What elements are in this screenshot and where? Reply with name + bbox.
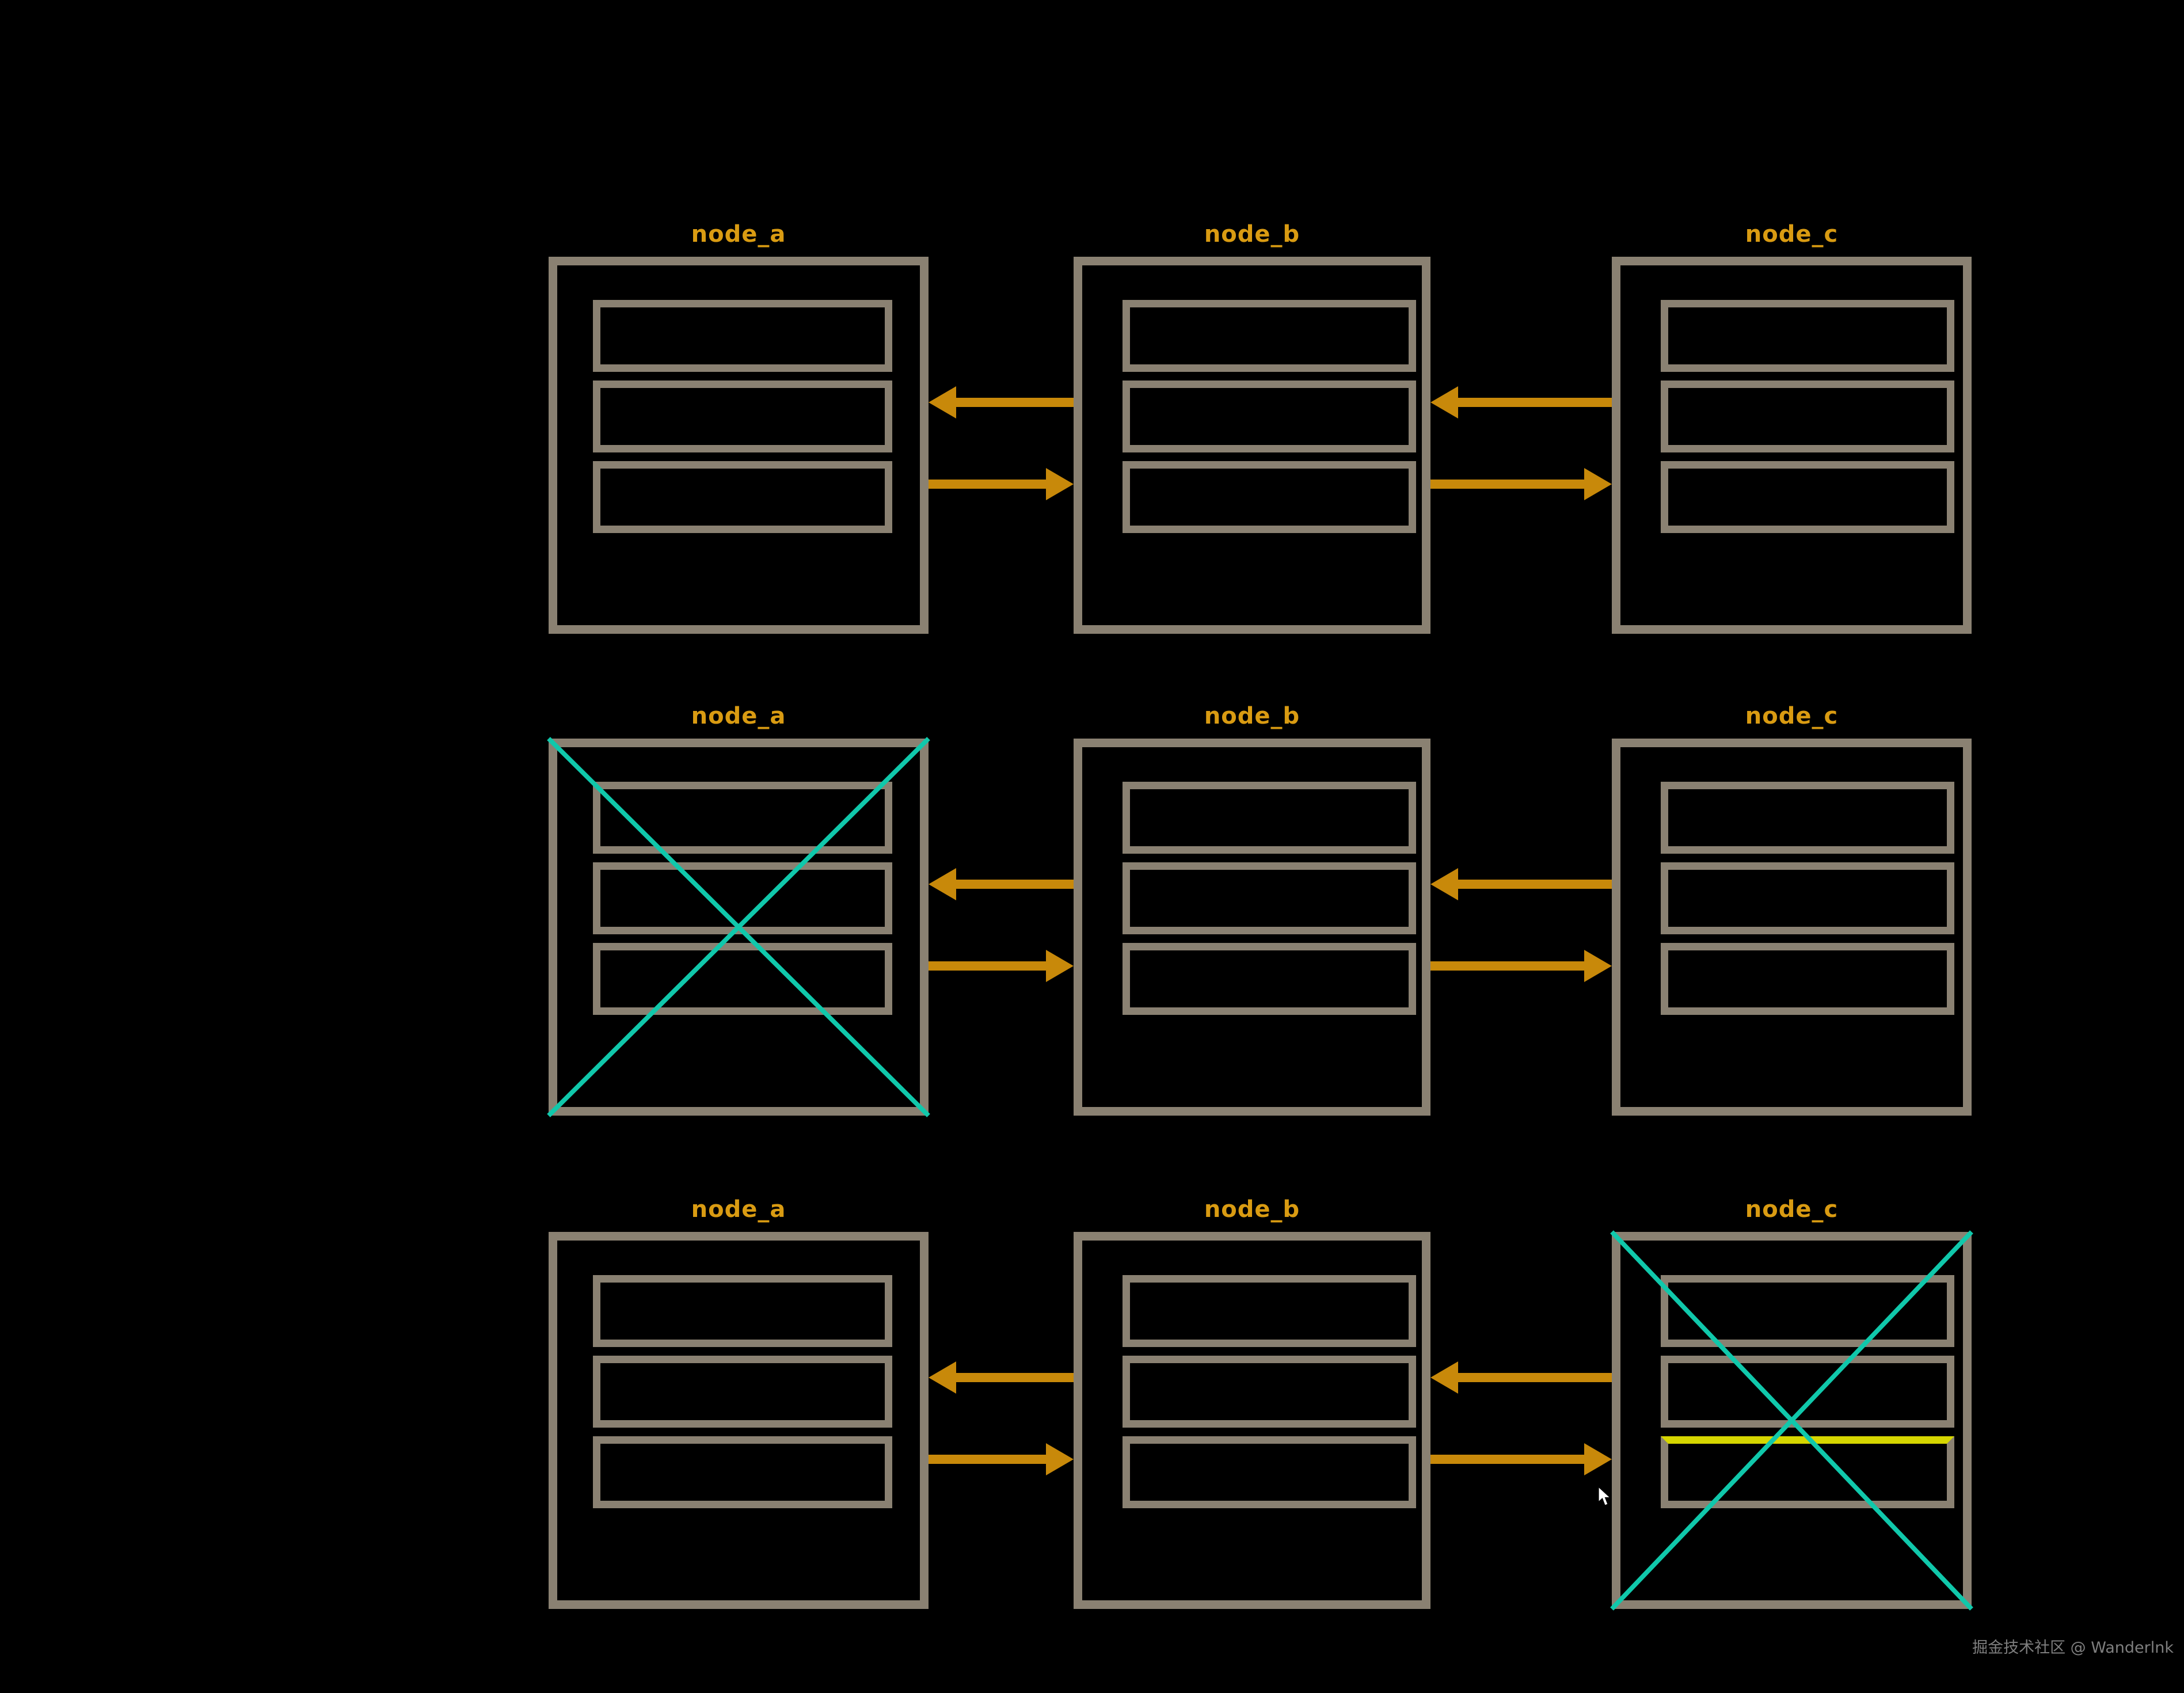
node-box-node_c[interactable] xyxy=(1612,257,1972,634)
node-box-node_a[interactable] xyxy=(549,1232,929,1609)
arrow-b-to-c xyxy=(1430,468,1612,500)
node-slot[interactable] xyxy=(1661,1356,1954,1428)
node-slot[interactable] xyxy=(1123,1275,1416,1347)
node-label-node_c: node_c xyxy=(1745,221,1839,248)
node-slot[interactable] xyxy=(1123,1436,1416,1508)
arrow-b-to-c xyxy=(1430,1443,1612,1475)
node-label-node_a: node_a xyxy=(691,1196,786,1223)
node-slot[interactable] xyxy=(1123,381,1416,452)
arrow-head xyxy=(1584,468,1612,500)
arrow-head xyxy=(1046,950,1074,982)
arrow-head xyxy=(929,386,956,419)
node-label-node_b: node_b xyxy=(1204,1196,1300,1223)
node-label-node_c: node_c xyxy=(1745,1196,1839,1223)
node-slot[interactable] xyxy=(593,300,892,372)
node-label-node_b: node_b xyxy=(1204,221,1300,248)
node-box-node_b[interactable] xyxy=(1074,739,1430,1116)
node-slot[interactable] xyxy=(1661,381,1954,452)
node-slot[interactable] xyxy=(1661,1436,1954,1508)
node-slot[interactable] xyxy=(1661,862,1954,934)
node-slot[interactable] xyxy=(1123,943,1416,1015)
node-label-node_b: node_b xyxy=(1204,703,1300,729)
arrow-a-to-b xyxy=(929,950,1074,982)
arrow-head xyxy=(1584,1443,1612,1475)
arrow-a-to-b xyxy=(929,1443,1074,1475)
arrow-c-to-b xyxy=(1430,1361,1612,1394)
arrow-head xyxy=(929,868,956,900)
node-box-node_b[interactable] xyxy=(1074,257,1430,634)
node-slot[interactable] xyxy=(1123,862,1416,934)
node-slot[interactable] xyxy=(593,461,892,533)
node-slot[interactable] xyxy=(1661,300,1954,372)
arrow-b-to-a xyxy=(929,386,1074,419)
arrow-b-to-c xyxy=(1430,950,1612,982)
node-slot[interactable] xyxy=(593,943,892,1015)
arrow-b-to-a xyxy=(929,868,1074,900)
node-box-node_a[interactable] xyxy=(549,257,929,634)
arrow-head xyxy=(1430,386,1458,419)
node-slot[interactable] xyxy=(593,1436,892,1508)
node-slot[interactable] xyxy=(1123,782,1416,854)
node-slot[interactable] xyxy=(1123,1356,1416,1428)
arrow-head xyxy=(1046,468,1074,500)
arrow-c-to-b xyxy=(1430,386,1612,419)
node-slot[interactable] xyxy=(593,1356,892,1428)
arrow-head xyxy=(1584,950,1612,982)
node-label-node_c: node_c xyxy=(1745,703,1839,729)
node-slot[interactable] xyxy=(593,1275,892,1347)
arrow-b-to-a xyxy=(929,1361,1074,1394)
node-slot[interactable] xyxy=(593,381,892,452)
node-slot[interactable] xyxy=(593,862,892,934)
arrow-head xyxy=(1430,1361,1458,1394)
arrow-c-to-b xyxy=(1430,868,1612,900)
node-box-node_c[interactable] xyxy=(1612,1232,1972,1609)
arrow-head xyxy=(929,1361,956,1394)
node-slot[interactable] xyxy=(1661,1275,1954,1347)
node-slot[interactable] xyxy=(1661,943,1954,1015)
arrow-head xyxy=(1430,868,1458,900)
node-slot[interactable] xyxy=(593,782,892,854)
node-box-node_c[interactable] xyxy=(1612,739,1972,1116)
node-box-node_a[interactable] xyxy=(549,739,929,1116)
node-slot[interactable] xyxy=(1123,300,1416,372)
node-slot[interactable] xyxy=(1661,782,1954,854)
node-slot[interactable] xyxy=(1123,461,1416,533)
node-box-node_b[interactable] xyxy=(1074,1232,1430,1609)
node-label-node_a: node_a xyxy=(691,703,786,729)
arrow-a-to-b xyxy=(929,468,1074,500)
node-label-node_a: node_a xyxy=(691,221,786,248)
node-slot[interactable] xyxy=(1661,461,1954,533)
arrow-head xyxy=(1046,1443,1074,1475)
watermark: 掘金技术社区 @ Wanderlnk xyxy=(1972,1639,2174,1657)
